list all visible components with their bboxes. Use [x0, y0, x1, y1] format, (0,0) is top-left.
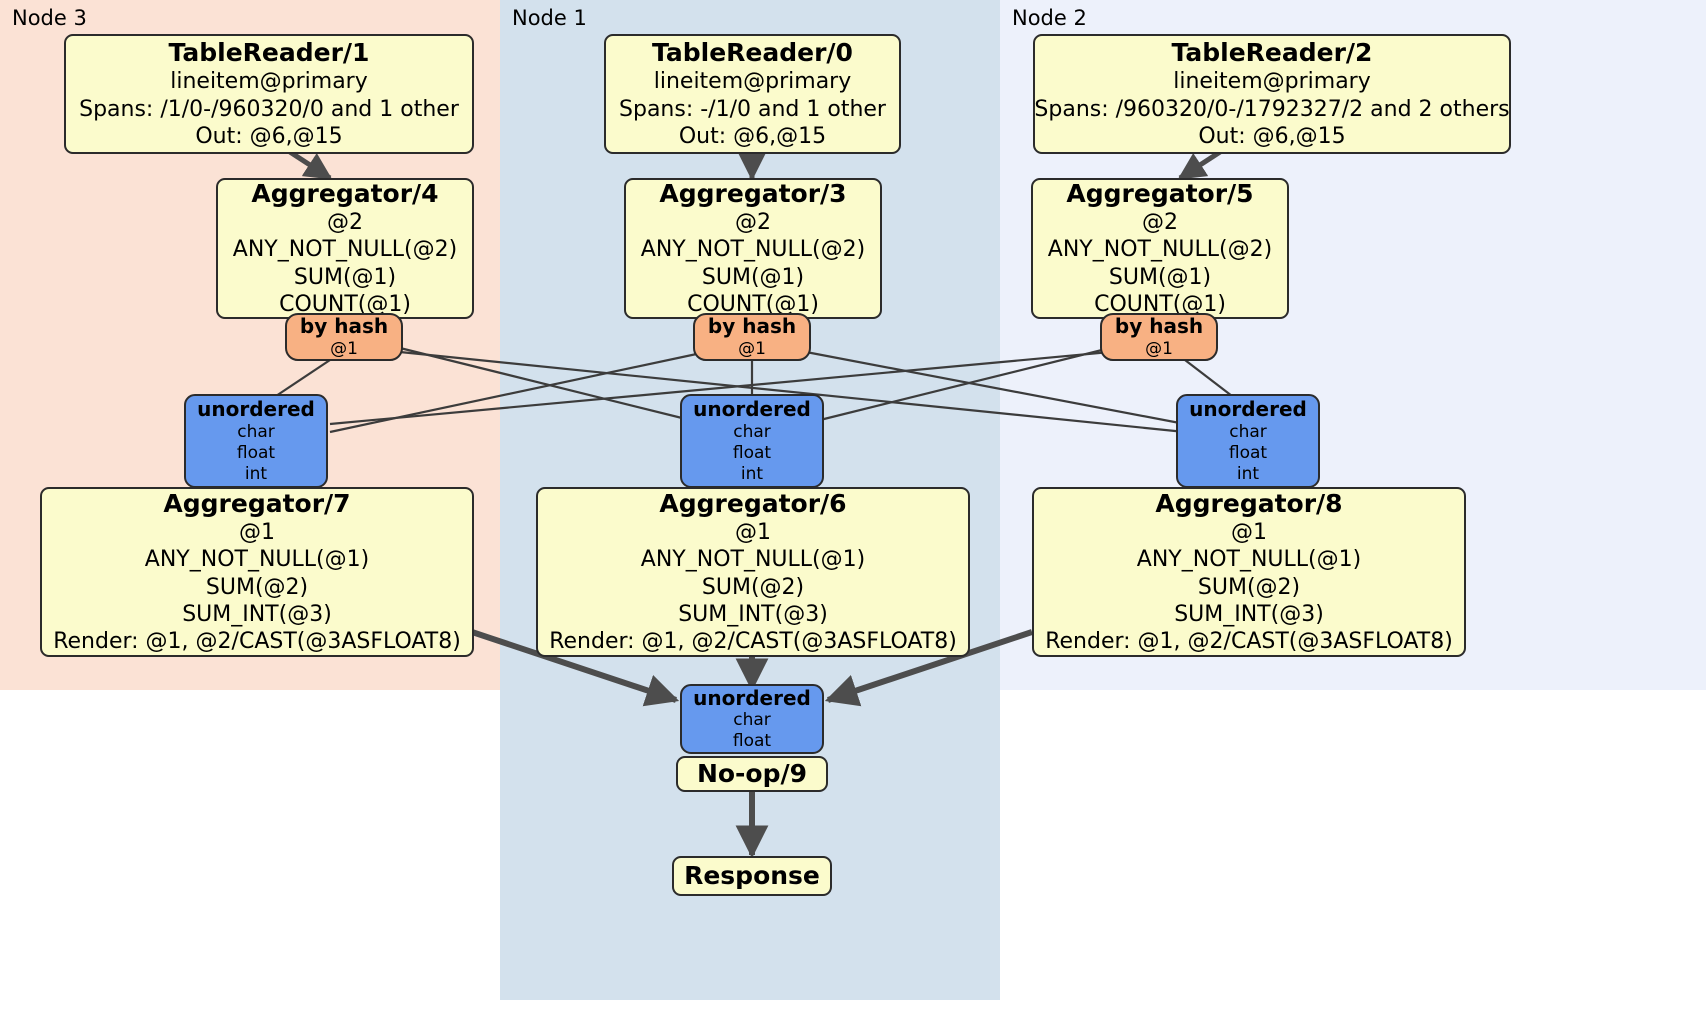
processor-detail: Out: @6,@15 [678, 123, 827, 149]
processor-detail: @1 [1231, 520, 1267, 546]
processor-title: TableReader/2 [1171, 37, 1373, 67]
processor-detail: COUNT(@1) [279, 292, 411, 318]
processor-detail: @2 [1142, 210, 1178, 236]
processor-detail: @2 [327, 210, 363, 236]
synchronizer-type: int [740, 463, 764, 484]
processor-detail: SUM(@1) [1108, 264, 1212, 290]
synchronizer-title: unordered [693, 685, 811, 710]
router-detail: @1 [738, 338, 766, 359]
synchronizer-type: int [1236, 463, 1260, 484]
router-title: by hash [707, 314, 797, 339]
processor-detail: SUM_INT(@3) [182, 601, 332, 627]
processor-title: Aggregator/8 [1155, 488, 1343, 518]
processor-detail: Spans: -/1/0 and 1 other [619, 96, 886, 122]
router-detail: @1 [330, 338, 358, 359]
processor-title: Response [684, 860, 820, 890]
processor-detail: Spans: /1/0-/960320/0 and 1 other [79, 96, 459, 122]
synchronizer-type: int [244, 463, 268, 484]
processor-detail: ANY_NOT_NULL(@1) [640, 547, 866, 573]
synchronizer-type: char [1229, 421, 1267, 442]
processor-detail: ANY_NOT_NULL(@2) [1047, 237, 1273, 263]
processor-detail: lineitem@primary [1173, 69, 1371, 95]
processor-no-op-9[interactable]: No-op/9 [676, 756, 828, 792]
processor-aggregator-6[interactable]: Aggregator/6 @1 ANY_NOT_NULL(@1) SUM(@2)… [536, 487, 970, 657]
processor-detail: SUM_INT(@3) [1174, 601, 1324, 627]
processor-detail: SUM(@2) [205, 574, 309, 600]
synchronizer-title: unordered [693, 397, 811, 422]
processor-detail: lineitem@primary [170, 69, 368, 95]
synchronizer-title: unordered [197, 397, 315, 422]
processor-title: Aggregator/6 [659, 488, 847, 518]
processor-detail: @1 [735, 520, 771, 546]
synchronizer-type: float [1228, 442, 1268, 463]
processor-detail: SUM(@1) [701, 264, 805, 290]
processor-detail: Out: @6,@15 [195, 123, 343, 149]
processor-aggregator-4[interactable]: Aggregator/4 @2 ANY_NOT_NULL(@2) SUM(@1)… [216, 178, 474, 319]
processor-title: No-op/9 [696, 758, 808, 788]
processor-detail: Out: @6,@15 [1198, 123, 1346, 149]
processor-detail: COUNT(@1) [1094, 292, 1226, 318]
processor-detail: @1 [239, 520, 275, 546]
router-by-hash-left[interactable]: by hash @1 [285, 313, 403, 361]
synchronizer-type: char [237, 421, 275, 442]
node-panel-label-node1: Node 1 [512, 6, 587, 30]
processor-detail: ANY_NOT_NULL(@2) [232, 237, 458, 263]
processor-aggregator-7[interactable]: Aggregator/7 @1 ANY_NOT_NULL(@1) SUM(@2)… [40, 487, 474, 657]
processor-detail: ANY_NOT_NULL(@1) [1136, 547, 1362, 573]
processor-table-reader-1[interactable]: TableReader/1 lineitem@primary Spans: /1… [64, 34, 474, 154]
processor-detail: ANY_NOT_NULL(@1) [144, 547, 370, 573]
router-title: by hash [1114, 314, 1204, 339]
processor-detail: ANY_NOT_NULL(@2) [640, 237, 866, 263]
synchronizer-unordered-final[interactable]: unordered char float [680, 684, 824, 754]
processor-title: Aggregator/3 [659, 178, 847, 208]
processor-detail: Spans: /960320/0-/1792327/2 and 2 others [1034, 96, 1510, 122]
processor-aggregator-5[interactable]: Aggregator/5 @2 ANY_NOT_NULL(@2) SUM(@1)… [1031, 178, 1289, 319]
processor-response[interactable]: Response [672, 856, 832, 896]
processor-aggregator-8[interactable]: Aggregator/8 @1 ANY_NOT_NULL(@1) SUM(@2)… [1032, 487, 1466, 657]
router-detail: @1 [1145, 338, 1173, 359]
synchronizer-type: float [236, 442, 276, 463]
processor-render: Render: @1, @2/CAST(@3ASFLOAT8) [53, 629, 461, 655]
synchronizer-title: unordered [1189, 397, 1307, 422]
router-by-hash-right[interactable]: by hash @1 [1100, 313, 1218, 361]
processor-title: TableReader/1 [168, 37, 370, 67]
node-panel-label-node3: Node 3 [12, 6, 87, 30]
processor-detail: SUM(@1) [293, 264, 397, 290]
synchronizer-type: char [733, 710, 771, 731]
processor-detail: COUNT(@1) [687, 292, 819, 318]
router-title: by hash [299, 314, 389, 339]
synchronizer-unordered-right[interactable]: unordered char float int [1176, 394, 1320, 488]
processor-title: Aggregator/5 [1066, 178, 1254, 208]
processor-detail: @2 [735, 210, 771, 236]
processor-table-reader-0[interactable]: TableReader/0 lineitem@primary Spans: -/… [604, 34, 901, 154]
processor-detail: lineitem@primary [653, 69, 852, 95]
processor-render: Render: @1, @2/CAST(@3ASFLOAT8) [549, 629, 957, 655]
processor-title: TableReader/0 [652, 37, 853, 67]
node-panel-label-node2: Node 2 [1012, 6, 1087, 30]
processor-detail: SUM(@2) [701, 574, 805, 600]
synchronizer-unordered-middle[interactable]: unordered char float int [680, 394, 824, 488]
synchronizer-type: float [732, 731, 772, 752]
processor-title: Aggregator/7 [163, 488, 351, 518]
synchronizer-unordered-left[interactable]: unordered char float int [184, 394, 328, 488]
processor-table-reader-2[interactable]: TableReader/2 lineitem@primary Spans: /9… [1033, 34, 1511, 154]
processor-detail: SUM_INT(@3) [678, 601, 828, 627]
processor-render: Render: @1, @2/CAST(@3ASFLOAT8) [1045, 629, 1453, 655]
router-by-hash-middle[interactable]: by hash @1 [693, 313, 811, 361]
synchronizer-type: float [732, 442, 772, 463]
synchronizer-type: char [733, 421, 771, 442]
processor-aggregator-3[interactable]: Aggregator/3 @2 ANY_NOT_NULL(@2) SUM(@1)… [624, 178, 882, 319]
processor-detail: SUM(@2) [1197, 574, 1301, 600]
processor-title: Aggregator/4 [251, 178, 439, 208]
